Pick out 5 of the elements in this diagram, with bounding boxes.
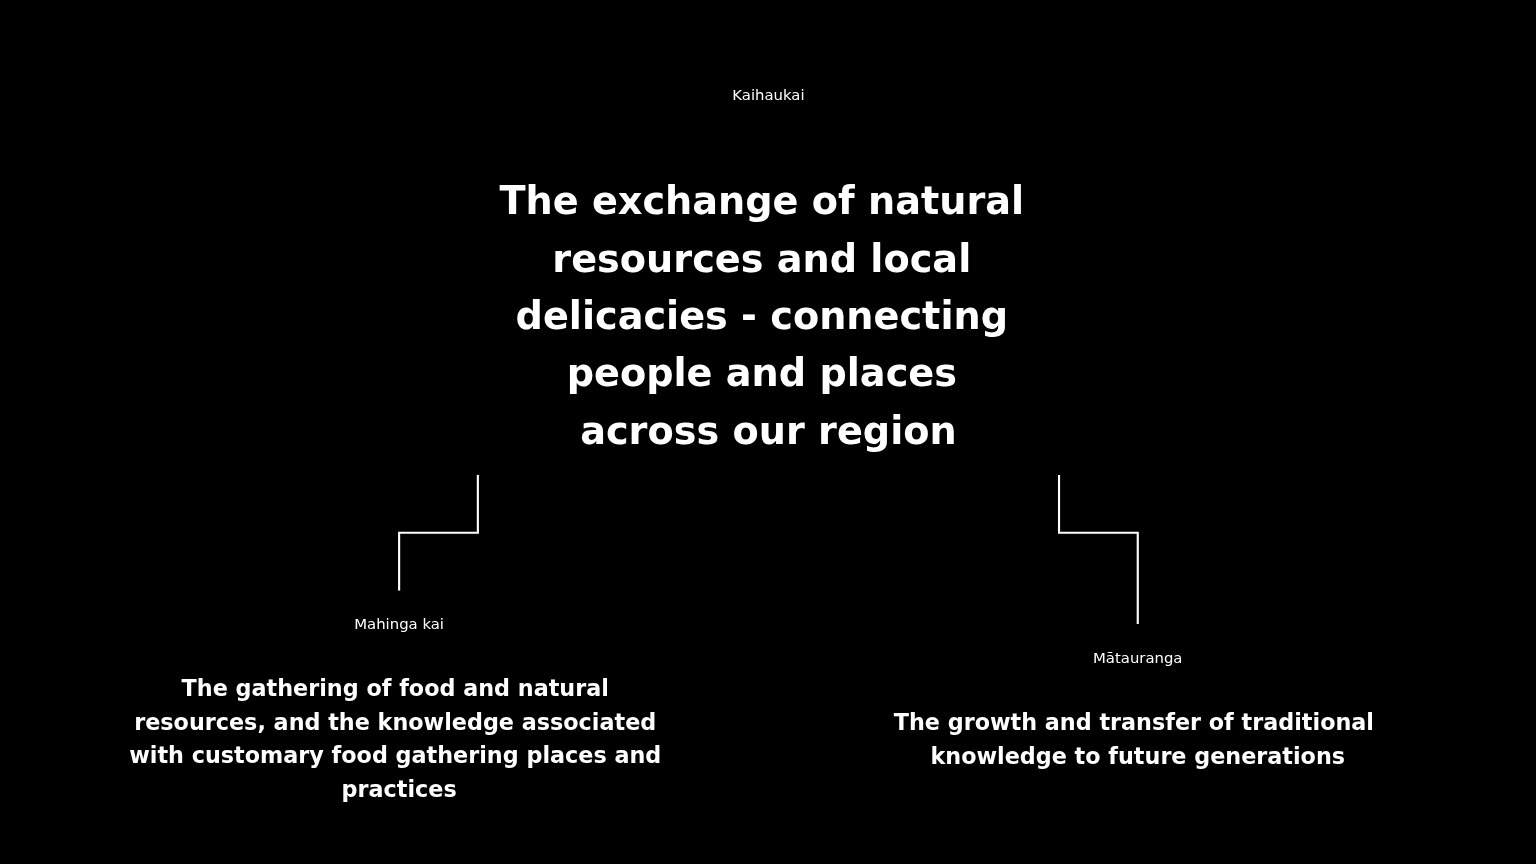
- node-text: Kaihaukai The exchange of natural resources and local delicacies - connecting people and places across our region: [498, 85, 1024, 452]
- connector: [1057, 473, 1139, 626]
- node-text: Mahinga kai The gathering of food and natural resources, and the knowledge associated with customary food gathering places and practices: [128, 615, 661, 802]
- node-text: Mātauranga The growth and transfer of traditional knowledge to future generations: [893, 648, 1374, 768]
- connector: [397, 473, 479, 592]
